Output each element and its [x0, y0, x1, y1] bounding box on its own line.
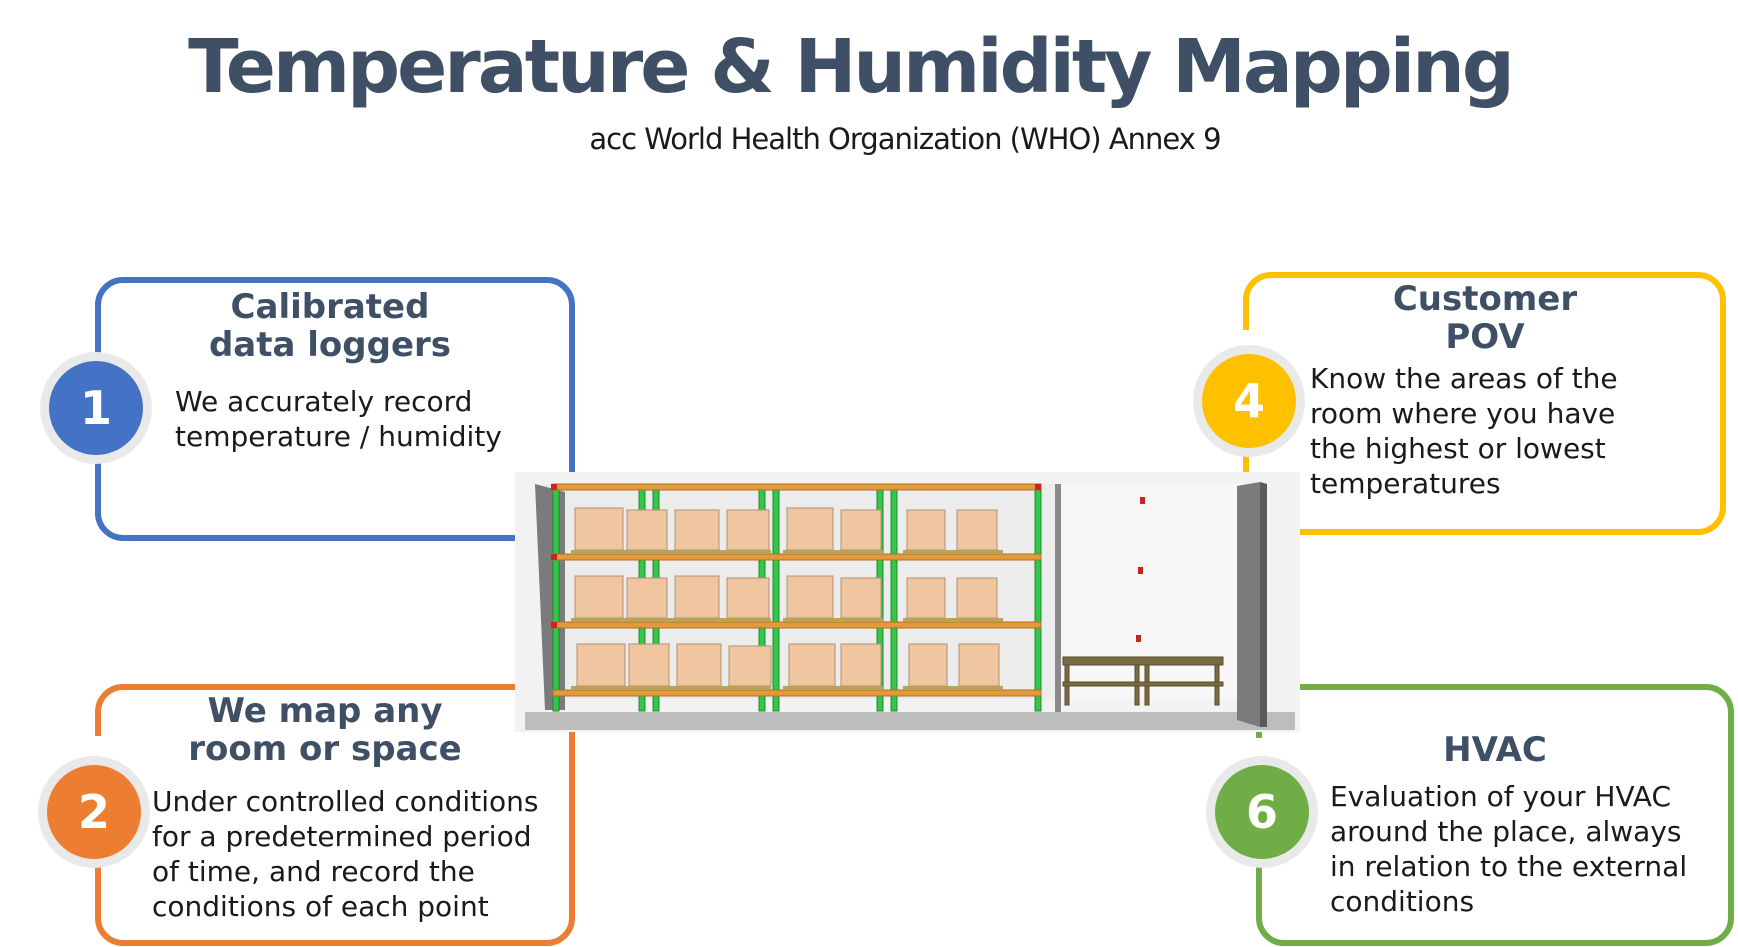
step-2-number: 2: [47, 765, 141, 859]
card-2-title: We map any room or space: [188, 691, 462, 769]
card-customer-pov: [1243, 272, 1726, 535]
step-4-number: 4: [1202, 354, 1296, 448]
card-map-any-room: [95, 684, 575, 946]
card-2-gap: [92, 736, 102, 760]
card-1-body: We accurately record temperature / humid…: [175, 385, 502, 453]
step-1-badge: 1: [40, 352, 152, 464]
card-1-title: Calibrated data loggers: [208, 287, 452, 365]
card-calibrated-data-loggers: [95, 277, 575, 541]
card-6-gap: [1253, 738, 1263, 760]
warehouse-rack-illustration: [515, 472, 1300, 732]
card-4-title: Customer POV: [1392, 279, 1578, 357]
card-2-body: Under controlled conditions for a predet…: [152, 785, 539, 923]
step-6-badge: 6: [1206, 756, 1318, 868]
card-6-body: Evaluation of your HVAC around the place…: [1330, 780, 1688, 918]
page-subtitle: acc World Health Organization (WHO) Anne…: [589, 122, 1221, 156]
card-4-gap: [1240, 330, 1250, 346]
card-4-body: Know the areas of the room where you hav…: [1310, 362, 1618, 500]
step-2-badge: 2: [38, 756, 150, 868]
step-4-badge: 4: [1193, 345, 1305, 457]
step-1-number: 1: [49, 361, 143, 455]
step-6-number: 6: [1215, 765, 1309, 859]
card-6-title: HVAC: [1443, 730, 1547, 770]
page-title: Temperature & Humidity Mapping: [188, 24, 1515, 110]
